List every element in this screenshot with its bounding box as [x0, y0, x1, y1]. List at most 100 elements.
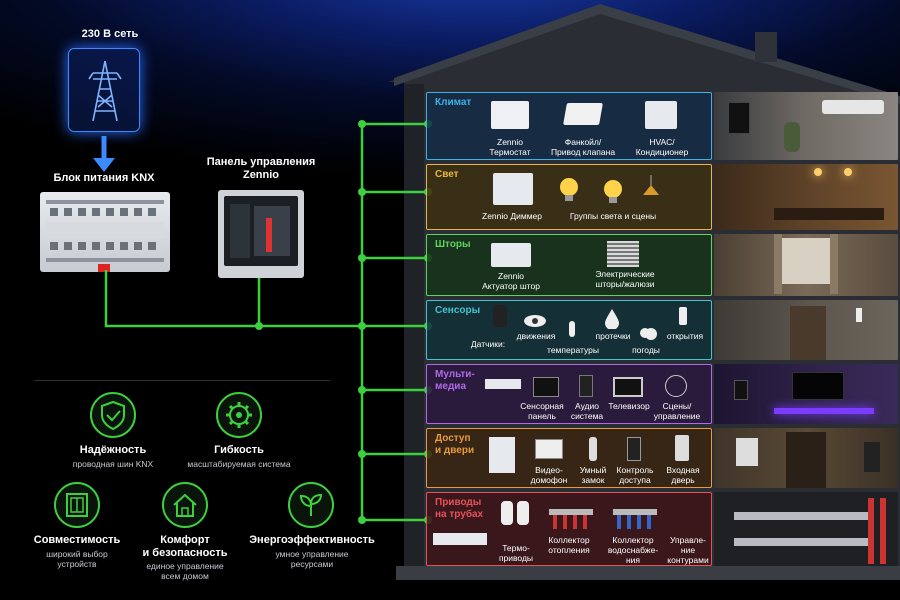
- leaf-icon: [288, 482, 334, 528]
- pipes-item-3: Коллектор: [612, 535, 654, 545]
- room-title-access-2: и двери: [435, 445, 475, 456]
- sensors-item-3: протечки: [595, 331, 631, 341]
- room-title-light: Свет: [435, 169, 459, 180]
- room-title-media-1: Мульти-: [435, 369, 475, 380]
- fancoil-icon: [563, 103, 603, 125]
- thermometer-icon: [569, 321, 575, 337]
- room-media: Мульти- медиа Сенсорная панель Аудио сис…: [426, 364, 712, 424]
- room-blinds: Шторы Zennio Актуатор штор Электрические…: [426, 234, 712, 296]
- valve-actuator-module-icon: [433, 533, 487, 545]
- pipes-item-4: Управле-: [670, 535, 706, 545]
- room-pipes: Приводы на трубах Термо- приводы Коллект…: [426, 492, 712, 566]
- door-sensor-icon: [679, 307, 687, 325]
- window-blinds-icon: [607, 241, 639, 267]
- pipes-item-2: Коллектор: [548, 535, 590, 545]
- shield-check-icon: [90, 392, 136, 438]
- feature-title-efficiency: Энергоэффективность: [249, 534, 375, 546]
- media-item-4b: управление: [653, 411, 701, 421]
- sensors-item-5: открытия: [666, 331, 704, 341]
- photo-access: [714, 428, 898, 488]
- zennio-control-panel: [218, 190, 304, 278]
- climate-item-2: Фанкойл/: [564, 137, 602, 147]
- photo-pipes: [714, 492, 898, 566]
- access-item-3: Контроль: [616, 465, 654, 475]
- tv-icon: [613, 377, 643, 397]
- access-panel-icon: [489, 437, 515, 473]
- smart-lock-icon: [589, 437, 597, 461]
- panel-title-1: Панель управления: [206, 156, 316, 168]
- divider: [34, 380, 330, 381]
- feature-sub-compatibility-2: устройств: [57, 559, 97, 569]
- pipes-item-3b: водоснабже-: [607, 545, 659, 555]
- feature-sub-efficiency-1: умное управление: [275, 549, 349, 559]
- media-item-1: Сенсорная: [520, 401, 564, 411]
- power-tower-icon: [88, 60, 122, 122]
- access-control-icon: [627, 437, 641, 461]
- pipes-item-4b: ние: [680, 545, 696, 555]
- sensors-prefix: Датчики:: [470, 339, 506, 349]
- video-intercom-icon: [535, 439, 563, 459]
- blinds-item-1: Zennio: [498, 271, 524, 281]
- photo-blinds: [714, 234, 898, 296]
- room-title-media-2: медиа: [435, 381, 467, 392]
- blinds-item-2: Электрические: [595, 269, 655, 279]
- blinds-item-2b: шторы/жалюзи: [595, 279, 655, 289]
- access-item-4b: дверь: [671, 475, 695, 485]
- access-item-1b: домофон: [530, 475, 568, 485]
- feature-title-reliability: Надёжность: [79, 444, 147, 456]
- power-grid-box: [68, 48, 140, 132]
- panel-title-2: Zennio: [242, 169, 280, 181]
- room-title-pipes-1: Приводы: [435, 497, 482, 508]
- touch-panel-icon: [533, 377, 559, 397]
- sensors-item-4: погоды: [632, 345, 660, 355]
- room-light: Свет Zennio Диммер Группы света и сцены: [426, 164, 712, 230]
- access-item-3b: доступа: [619, 475, 651, 485]
- thermostat-icon: [491, 101, 529, 129]
- feature-sub-reliability: проводная шин KNX: [72, 459, 154, 469]
- water-manifold-icon: [613, 509, 657, 529]
- access-item-2b: замок: [581, 475, 605, 485]
- media-item-4: Сцены/: [662, 401, 692, 411]
- room-climate: Климат Zennio Термостат Фанкойл/ Привод …: [426, 92, 712, 160]
- access-item-2: Умный: [579, 465, 607, 475]
- arrow-down-icon: [93, 136, 115, 172]
- feature-sub-comfort-2: всем домом: [161, 571, 209, 581]
- feature-title-comfort-1: Комфорт: [160, 534, 210, 546]
- power-title: 230 В сеть: [81, 28, 139, 40]
- feature-sub-compatibility-1: широкий выбор: [46, 549, 108, 559]
- pipes-item-1b: приводы: [498, 553, 534, 563]
- gear-wrench-icon: [216, 392, 262, 438]
- feature-sub-flexibility: масштабируемая система: [187, 459, 291, 469]
- pipes-item-1: Термо-: [502, 543, 530, 553]
- water-drop-icon: [605, 309, 619, 329]
- weather-cloud-icon: [640, 328, 657, 340]
- light-item-1: Zennio Диммер: [482, 211, 542, 221]
- sensors-item-1: движения: [516, 331, 556, 341]
- light-item-2: Группы света и сцены: [569, 211, 657, 221]
- speaker-icon: [579, 375, 593, 397]
- entry-door-icon: [675, 435, 689, 461]
- room-access: Доступ и двери Видео- домофон Умный замо…: [426, 428, 712, 488]
- room-title-pipes-2: на трубах: [435, 509, 484, 520]
- sensors-item-2: температуры: [547, 345, 599, 355]
- pipes-item-4c: контурами: [667, 555, 709, 565]
- climate-item-3: HVAC/: [649, 137, 675, 147]
- pipes-item-2b: отопления: [548, 545, 590, 555]
- thermo-actuator-icon: [501, 501, 529, 525]
- climate-item-2b: Привод клапана: [550, 147, 616, 157]
- hvac-module-icon: [645, 101, 677, 129]
- feature-title-flexibility: Гибкость: [214, 444, 264, 456]
- room-title-climate: Климат: [435, 97, 472, 108]
- heating-manifold-icon: [549, 509, 593, 529]
- media-item-2: Аудио: [575, 401, 599, 411]
- climate-item-1: Zennio: [497, 137, 523, 147]
- media-item-1b: панель: [528, 411, 556, 421]
- photo-light: [714, 164, 898, 230]
- dimmer-icon: [493, 173, 533, 205]
- feature-sub-efficiency-2: ресурсами: [290, 559, 334, 569]
- blind-actuator-icon: [491, 243, 531, 267]
- knx-power-supply: [40, 192, 170, 272]
- room-title-sensors: Сенсоры: [435, 305, 481, 316]
- feature-title-compatibility: Совместимость: [33, 534, 121, 546]
- photo-media: [714, 364, 898, 424]
